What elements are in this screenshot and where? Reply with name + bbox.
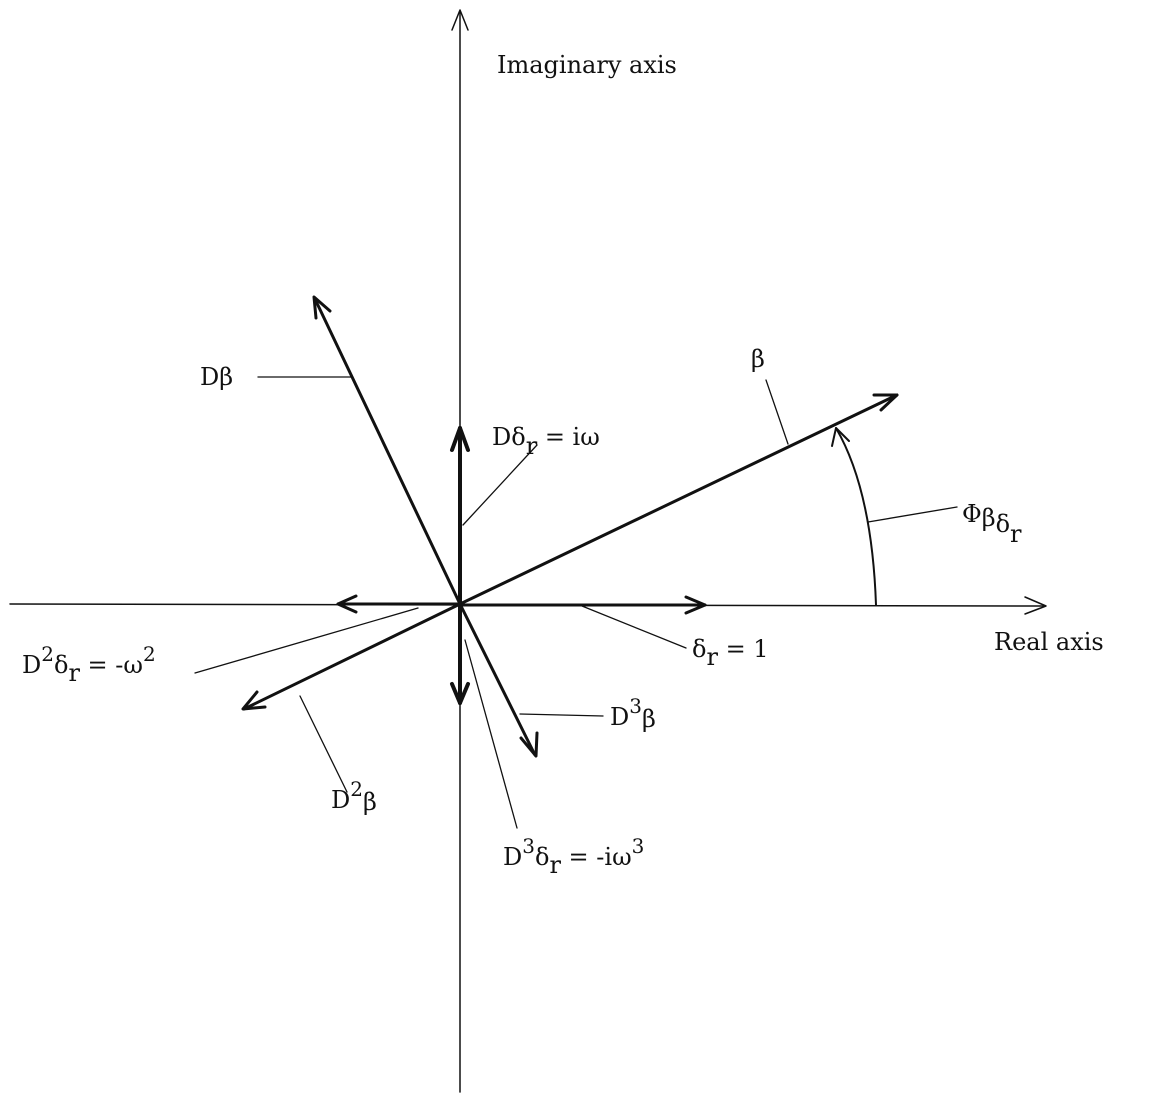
d2-beta-leader <box>299 695 348 793</box>
phase-angle-arc <box>835 427 877 606</box>
beta-arrowhead <box>872 393 899 412</box>
beta-label: β <box>751 345 765 373</box>
beta-vector <box>458 393 899 606</box>
d-delta-r-label: Dδr = iω <box>492 423 600 460</box>
d3-beta-leader <box>519 713 604 717</box>
d-beta-arrowhead <box>312 295 332 320</box>
d3-beta-vector <box>458 602 537 757</box>
d3-delta-r-label: D3δr = -iω3 <box>503 834 644 879</box>
delta-r-leader <box>581 605 687 649</box>
real-axis-label: Real axis <box>994 628 1104 656</box>
real-axis-arrowhead <box>1024 596 1047 615</box>
phase-angle-arrowhead <box>831 427 850 447</box>
imaginary-axis-arrowhead <box>451 9 469 31</box>
d-beta-label: Dβ <box>200 363 233 391</box>
d2-beta-arrowhead <box>241 690 267 711</box>
d3-beta-label: D3β <box>610 694 656 733</box>
d3-delta-r-arrowhead <box>450 682 470 705</box>
d2-beta-vector <box>242 602 462 711</box>
d2-delta-r-arrowhead <box>336 594 358 614</box>
phi-label: Φβδr <box>962 500 1022 548</box>
d-delta-r-leader <box>462 444 538 526</box>
phi-leader <box>867 506 958 523</box>
d2-delta-r-label: D2δr = -ω2 <box>22 642 156 687</box>
d2-beta-label: D2β <box>331 777 377 816</box>
d3-beta-arrowhead <box>519 731 539 758</box>
d3-delta-r-leader <box>464 639 518 829</box>
imaginary-axis-label: Imaginary axis <box>497 51 677 79</box>
d-delta-r-arrowhead <box>450 426 470 452</box>
beta-leader <box>765 379 789 445</box>
d-beta-vector <box>313 297 462 606</box>
d2-delta-r-leader <box>194 607 419 674</box>
delta-r-label: δr = 1 <box>692 635 769 671</box>
delta-r-arrowhead <box>684 595 707 615</box>
